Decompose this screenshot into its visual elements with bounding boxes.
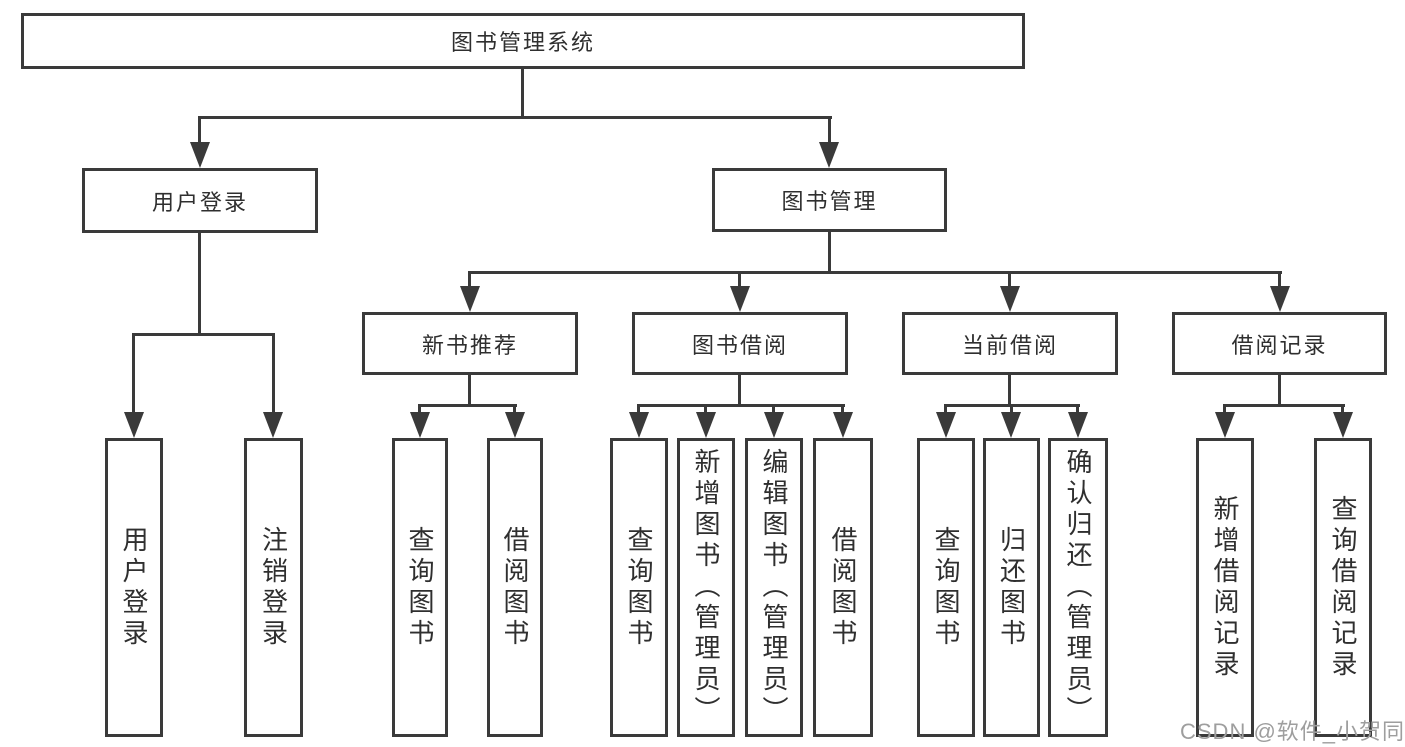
connector-recommend-hline — [418, 404, 517, 407]
node-user-login: 用户登录 — [82, 168, 318, 233]
csdn-watermark: CSDN @软件_小贺同学 — [1180, 719, 1405, 744]
arrow-down-icon — [936, 412, 956, 438]
arrow-down-icon — [410, 412, 430, 438]
node-new-book-recommend-label: 新书推荐 — [421, 332, 518, 358]
arrow-down-icon — [1000, 286, 1020, 312]
connector-borrow-stem-4 — [841, 404, 844, 416]
arrow-down-icon — [505, 412, 525, 438]
leaf-edit-books-admin-label: 编辑图书（管理员） — [759, 448, 789, 727]
leaf-return-books-label: 归还图书 — [996, 525, 1027, 650]
node-root-label: 图书管理系统 — [450, 30, 595, 55]
node-user-login-label: 用户登录 — [151, 189, 248, 215]
connector-mgmt-stem-3 — [1008, 271, 1011, 289]
node-book-management: 图书管理 — [712, 168, 947, 232]
leaf-confirm-return-admin: 确认归还（管理员） — [1048, 438, 1108, 737]
leaf-add-books-admin-label: 新增图书（管理员） — [691, 448, 721, 727]
arrow-down-icon — [1068, 412, 1088, 438]
leaf-borrow-query-books: 查询图书 — [610, 438, 668, 737]
leaf-confirm-return-admin-label: 确认归还（管理员） — [1063, 448, 1093, 727]
arrow-down-icon — [1215, 412, 1235, 438]
leaf-borrow-books-label: 借阅图书 — [828, 525, 858, 650]
leaf-current-query-books-label: 查询图书 — [931, 525, 961, 650]
leaf-edit-books-admin: 编辑图书（管理员） — [745, 438, 803, 737]
node-borrow-records: 借阅记录 — [1172, 312, 1387, 375]
arrow-down-icon — [263, 412, 283, 438]
connector-mgmt-vline — [828, 230, 831, 274]
leaf-borrow-query-books-label: 查询图书 — [624, 525, 654, 650]
leaf-current-query-books: 查询图书 — [917, 438, 975, 737]
leaf-user-login: 用户登录 — [105, 438, 163, 737]
connector-recommend-vline — [468, 373, 471, 407]
node-current-borrow-label: 当前借阅 — [961, 332, 1058, 358]
node-current-borrow: 当前借阅 — [902, 312, 1118, 375]
connector-mgmt-stem-4 — [1278, 271, 1281, 289]
leaf-add-borrow-record: 新增借阅记录 — [1196, 438, 1254, 737]
arrow-down-icon — [730, 286, 750, 312]
connector-borrow-stem-3 — [772, 404, 775, 416]
arrow-down-icon — [696, 412, 716, 438]
node-new-book-recommend: 新书推荐 — [362, 312, 578, 375]
connector-borrow-hline — [637, 404, 845, 407]
connector-current-stem-1 — [944, 404, 947, 416]
arrow-down-icon — [124, 412, 144, 438]
arrow-down-icon — [833, 412, 853, 438]
connector-mgmt-hline — [468, 271, 1282, 274]
connector-mgmt-stem-1 — [468, 271, 471, 289]
node-borrow-records-label: 借阅记录 — [1231, 332, 1328, 358]
arrow-down-icon — [629, 412, 649, 438]
connector-root-vline — [521, 66, 524, 119]
leaf-logout: 注销登录 — [244, 438, 303, 737]
leaf-recommend-query-books-label: 查询图书 — [405, 525, 435, 650]
leaf-query-borrow-record-label: 查询借阅记录 — [1328, 494, 1358, 681]
connector-records-vline — [1278, 373, 1281, 407]
connector-current-vline — [1008, 373, 1011, 407]
connector-recommend-stem-1 — [418, 404, 421, 416]
connector-login-stem-2 — [272, 333, 275, 413]
connector-borrow-stem-2 — [704, 404, 707, 416]
leaf-recommend-query-books: 查询图书 — [392, 438, 448, 737]
connector-root-stem-login — [198, 116, 201, 146]
connector-records-stem-1 — [1223, 404, 1226, 416]
leaf-borrow-books: 借阅图书 — [813, 438, 873, 737]
connector-current-stem-3 — [1076, 404, 1079, 416]
connector-root-hline — [198, 116, 832, 119]
leaf-logout-label: 注销登录 — [258, 525, 289, 650]
leaf-user-login-label: 用户登录 — [119, 525, 149, 650]
leaf-recommend-borrow-books: 借阅图书 — [487, 438, 543, 737]
arrow-down-icon — [190, 142, 210, 168]
connector-current-stem-2 — [1010, 404, 1013, 416]
connector-borrow-stem-1 — [637, 404, 640, 416]
leaf-add-books-admin: 新增图书（管理员） — [677, 438, 735, 737]
arrow-down-icon — [819, 142, 839, 168]
node-book-borrow: 图书借阅 — [632, 312, 848, 375]
connector-login-vline — [198, 231, 201, 336]
leaf-add-borrow-record-label: 新增借阅记录 — [1210, 494, 1240, 681]
node-book-management-label: 图书管理 — [781, 189, 878, 214]
arrow-down-icon — [764, 412, 784, 438]
connector-records-stem-2 — [1341, 404, 1344, 416]
arrow-down-icon — [1333, 412, 1353, 438]
arrow-down-icon — [460, 286, 480, 312]
connector-login-hline — [132, 333, 275, 336]
connector-records-hline — [1223, 404, 1345, 407]
connector-root-stem-mgmt — [828, 116, 831, 146]
connector-login-stem-1 — [132, 333, 135, 413]
leaf-query-borrow-record: 查询借阅记录 — [1314, 438, 1372, 737]
node-root-system: 图书管理系统 — [21, 13, 1025, 69]
leaf-recommend-borrow-books-label: 借阅图书 — [500, 525, 530, 650]
leaf-return-books: 归还图书 — [983, 438, 1040, 737]
connector-mgmt-stem-2 — [738, 271, 741, 289]
connector-borrow-vline — [738, 373, 741, 407]
connector-recommend-stem-2 — [513, 404, 516, 416]
arrow-down-icon — [1270, 286, 1290, 312]
node-book-borrow-label: 图书借阅 — [691, 332, 788, 358]
arrow-down-icon — [1001, 412, 1021, 438]
